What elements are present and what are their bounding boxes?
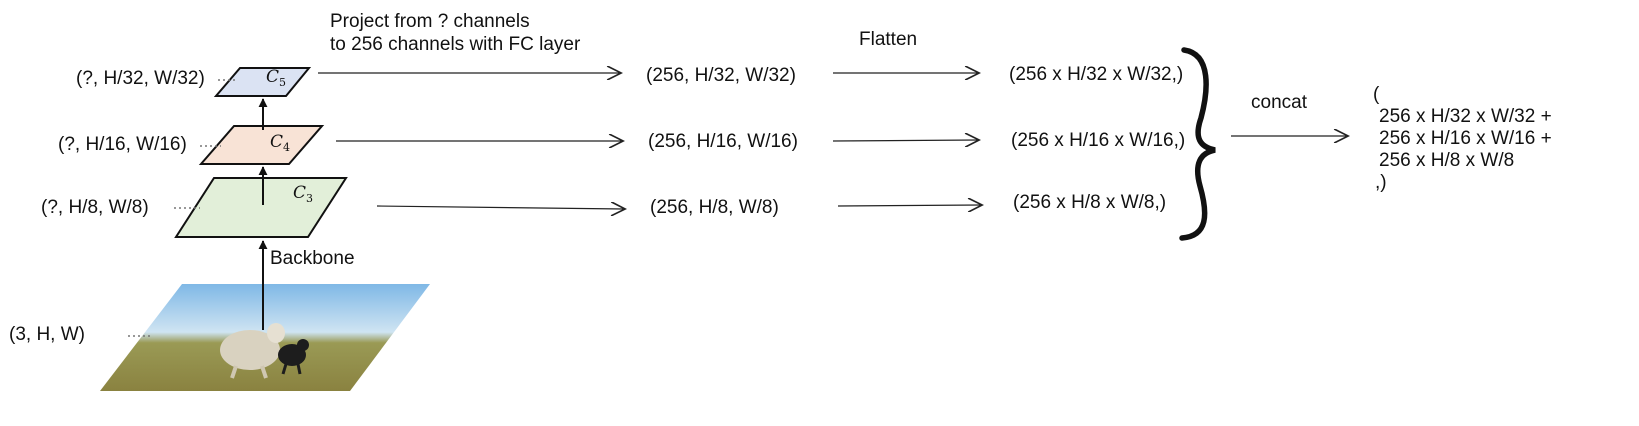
- output-close: ,): [1375, 172, 1387, 193]
- flatten-arrow-c3: [837, 205, 981, 206]
- leader-lines: [128, 79, 235, 337]
- c5-shape: (?, H/32, W/32): [76, 68, 205, 89]
- c5-projected: (256, H/32, W/32): [646, 65, 796, 86]
- curly-brace: [1179, 47, 1216, 241]
- c3-shape: (?, H/8, W/8): [41, 197, 149, 218]
- c5-label: C5: [266, 67, 287, 89]
- project-arrow-c3: [376, 206, 624, 209]
- project-label-line1: Project from ? channels: [330, 11, 530, 32]
- c4-feature-map: [198, 125, 325, 165]
- c4-projected: (256, H/16, W/16): [648, 131, 798, 152]
- c3-projected: (256, H/8, W/8): [650, 197, 779, 218]
- output-open: (: [1373, 84, 1380, 105]
- output-line-1: 256 x H/32 x W/32 +: [1379, 106, 1552, 127]
- c5-flattened: (256 x H/32 x W/32,): [1009, 64, 1184, 85]
- c3-flattened: (256 x H/8 x W/8,): [1013, 192, 1167, 213]
- c5-feature-map: [213, 67, 312, 97]
- sheep-icon: [220, 330, 280, 370]
- flatten-label: Flatten: [859, 29, 918, 50]
- flatten-arrow-c4: [832, 140, 978, 141]
- input-image: [100, 284, 430, 391]
- lamb-icon: [278, 344, 306, 366]
- output-line-3: 256 x H/8 x W/8: [1379, 150, 1515, 171]
- output-line-2: 256 x H/16 x W/16 +: [1379, 128, 1552, 149]
- concat-label: concat: [1251, 92, 1307, 113]
- c4-shape: (?, H/16, W/16): [58, 134, 187, 155]
- c3-feature-map: [174, 177, 348, 238]
- input-shape: (3, H, W): [9, 324, 85, 345]
- c3-label: C3: [293, 183, 314, 205]
- project-label-line2: to 256 channels with FC layer: [330, 34, 581, 55]
- c4-label: C4: [270, 132, 291, 154]
- c4-flattened: (256 x H/16 x W/16,): [1011, 130, 1186, 151]
- backbone-label: Backbone: [270, 248, 355, 269]
